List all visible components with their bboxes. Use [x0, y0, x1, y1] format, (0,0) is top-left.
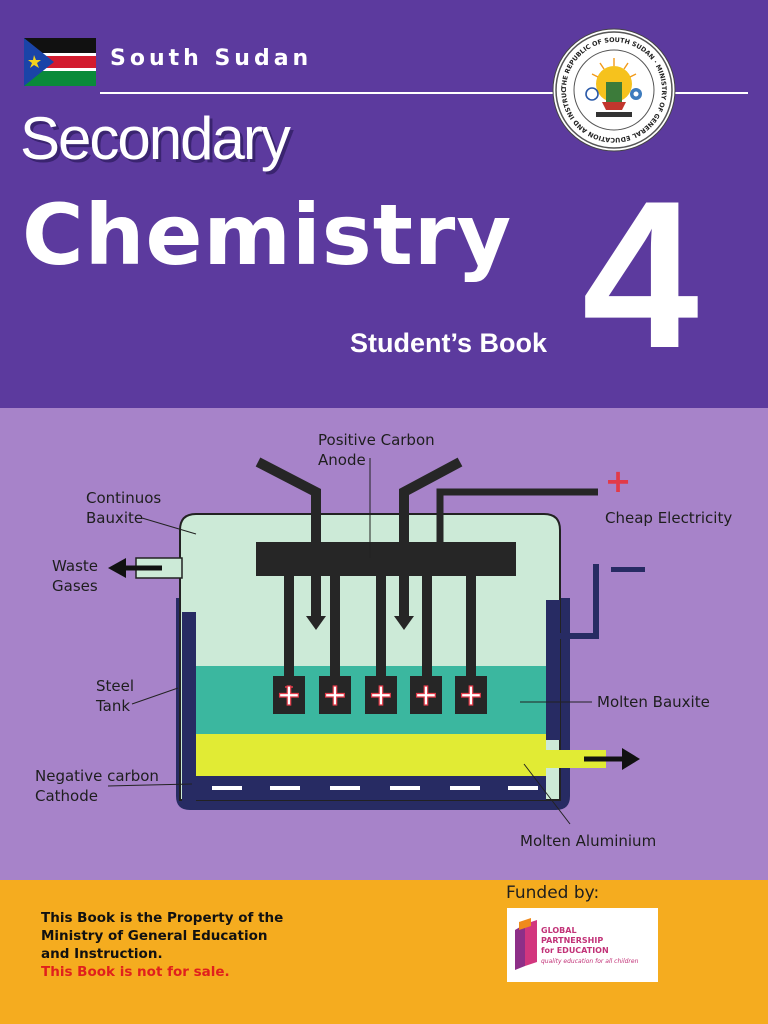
- series-title: Secondary: [20, 105, 291, 172]
- label-anode: Positive Carbon Anode: [318, 431, 435, 469]
- gpe-line-1: GLOBAL: [541, 926, 577, 935]
- book-type: Student’s Book: [350, 328, 548, 358]
- gpe-logo: GLOBAL PARTNERSHIP for EDUCATION quality…: [507, 908, 658, 982]
- label-molten-bauxite: Molten Bauxite: [597, 693, 710, 711]
- anode-blocks: [273, 676, 487, 714]
- label-aluminium: Molten Aluminium: [520, 832, 657, 850]
- grade-number: 4: [582, 157, 699, 392]
- molten-aluminium-layer: [196, 734, 546, 776]
- subject-title: Chemistry: [22, 186, 513, 284]
- positive-terminal: +: [605, 462, 632, 500]
- gpe-tagline: quality education for all children: [541, 958, 639, 965]
- anode-plus-signs: [285, 686, 293, 688]
- gpe-book-icon: [515, 918, 537, 970]
- not-for-sale: This Book is not for sale.: [41, 964, 230, 980]
- property-line-3: and Instruction.: [41, 946, 163, 962]
- anode-bar: [256, 542, 516, 576]
- negative-terminal: [611, 567, 645, 572]
- anode-plus-5: +: [458, 678, 483, 713]
- label-bauxite-in: Continuos Bauxite: [86, 489, 162, 527]
- label-waste: Waste Gases: [52, 557, 98, 595]
- anode-plus-2: +: [322, 678, 347, 713]
- aluminium-outlet-pipe: [546, 750, 606, 768]
- header-divider: [100, 92, 748, 94]
- anode-plus-4: +: [413, 678, 438, 713]
- label-electricity: Cheap Electricity: [605, 509, 733, 527]
- funded-by-label: Funded by:: [506, 883, 600, 903]
- property-line-1: This Book is the Property of the: [41, 910, 284, 926]
- property-notice: This Book is the Property of the Ministr…: [41, 909, 283, 981]
- ministry-seal-icon: THE REPUBLIC OF SOUTH SUDAN · MINISTRY O…: [552, 28, 676, 152]
- cathode-base: [196, 776, 546, 800]
- gpe-line-3: for EDUCATION: [541, 946, 609, 955]
- anode-plus-1: +: [276, 678, 301, 713]
- label-tank: Steel Tank: [96, 677, 135, 715]
- anode-plus-3: +: [368, 678, 393, 713]
- property-line-2: Ministry of General Education: [41, 928, 268, 944]
- hall-heroult-cell-diagram: + + + + + +: [107, 457, 645, 825]
- gpe-line-2: PARTNERSHIP: [541, 936, 604, 945]
- cathode-minus-marks: [212, 786, 538, 790]
- label-cathode: Negative carbon Cathode: [35, 767, 159, 805]
- south-sudan-flag-icon: [24, 38, 96, 86]
- country-name: South Sudan: [110, 46, 313, 71]
